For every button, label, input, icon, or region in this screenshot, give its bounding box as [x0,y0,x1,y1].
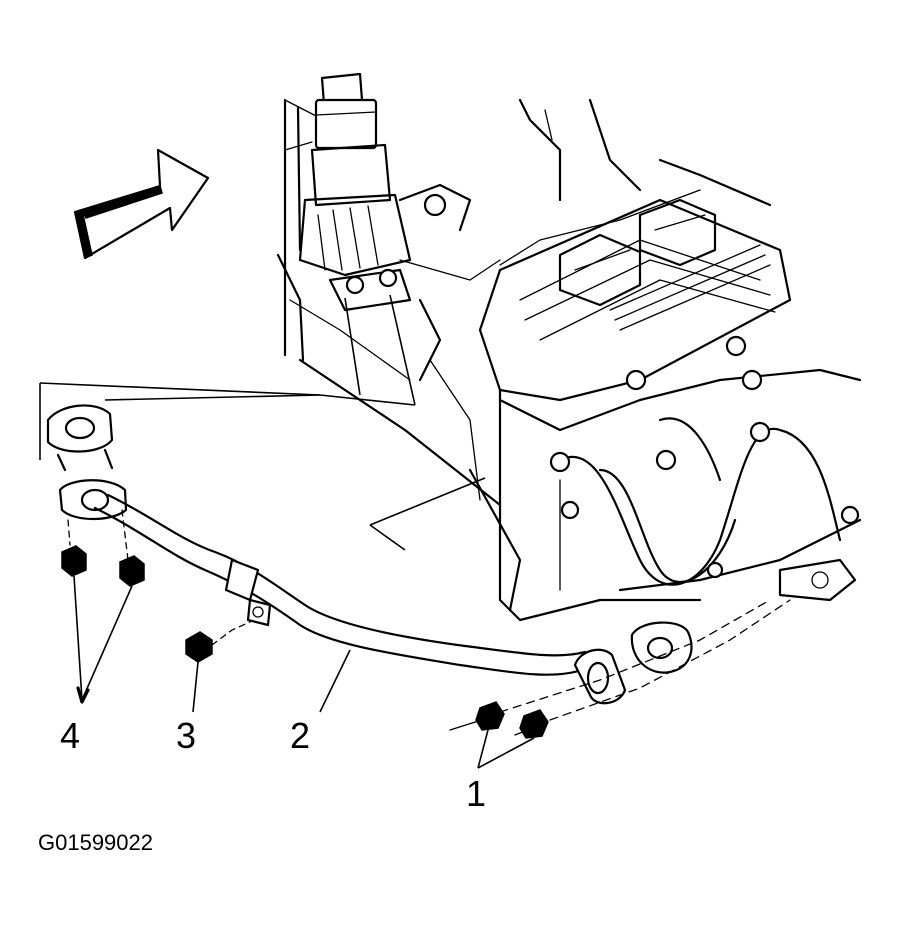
egr-pipe [58,479,627,705]
figure-id: G01599022 [38,830,153,855]
callout-2: 2 [290,715,310,756]
callout-1: 1 [466,773,486,814]
direction-arrow-icon [73,148,210,260]
callout-3: 3 [176,715,196,756]
nut-item-4 [61,509,145,704]
nut-item-1 [475,701,549,769]
leader-item-2 [319,649,351,713]
callout-4: 4 [60,715,80,756]
callout-leaders [39,294,486,551]
bolt-item-3 [185,621,251,713]
egr-pipe-upper-flange [46,404,114,472]
egr-valve [298,72,472,312]
egr-pipe-gasket [630,621,693,674]
engine-assembly [276,98,862,622]
